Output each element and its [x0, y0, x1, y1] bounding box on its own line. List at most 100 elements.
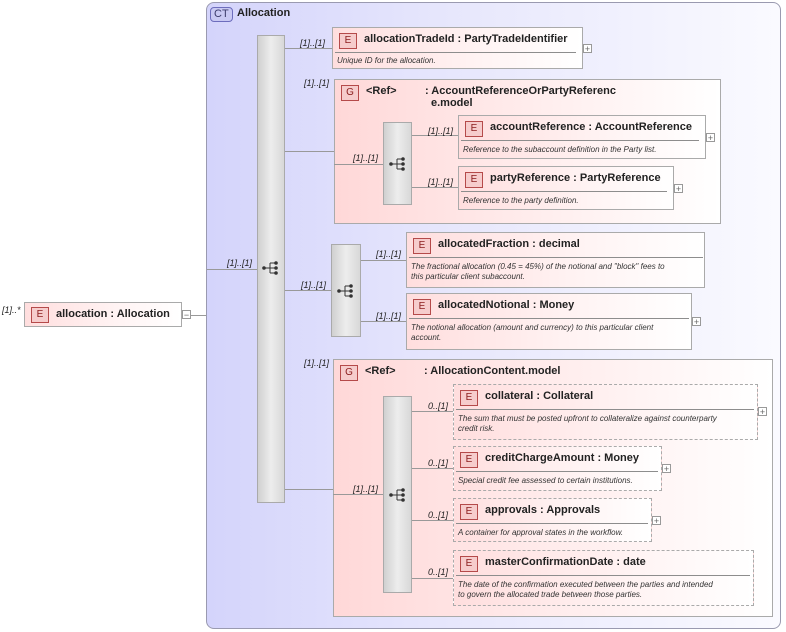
cardinality: 0..[1] [428, 510, 449, 520]
connector [333, 494, 383, 495]
separator [456, 575, 750, 576]
cardinality: 0..[1] [428, 458, 449, 468]
element-title: partyReference : PartyReference [490, 172, 661, 184]
element-badge: E [465, 121, 483, 137]
element-description-line2: this particular client subaccount. [411, 272, 525, 281]
root-element-box[interactable]: E allocation : Allocation [24, 302, 182, 327]
element-badge: E [460, 504, 478, 520]
element-description: Reference to the party definition. [463, 196, 579, 205]
main-sequence-bar [257, 35, 285, 503]
connector [412, 187, 458, 188]
element-title: allocatedFraction : decimal [438, 238, 580, 250]
cardinality: [1]..[1] [353, 484, 379, 494]
main-sequence-cardinality: [1]..[1] [227, 258, 253, 268]
element-description-line2: account. [411, 333, 442, 342]
sequence-icon [389, 488, 405, 502]
element-creditChargeAmount[interactable]: E creditChargeAmount : Money Special cre… [453, 446, 662, 491]
cardinality: [1]..[1] [428, 126, 454, 136]
connector [361, 321, 406, 322]
connector [412, 578, 453, 579]
element-allocationTradeId[interactable]: E allocationTradeId : PartyTradeIdentifi… [332, 27, 583, 69]
element-badge: E [460, 452, 478, 468]
element-badge: E [460, 556, 478, 572]
group-title-line2: e.model [431, 97, 473, 109]
element-title: masterConfirmationDate : date [485, 556, 646, 568]
element-title: approvals : Approvals [485, 504, 601, 516]
element-description-line1: The fractional allocation (0.45 = 45%) o… [411, 262, 665, 271]
element-title: allocatedNotional : Money [438, 299, 575, 311]
separator [409, 318, 689, 319]
element-badge: E [465, 172, 483, 188]
element-masterConfirmationDate[interactable]: E masterConfirmationDate : date The date… [453, 550, 754, 606]
cardinality: [1]..[1] [376, 311, 402, 321]
connector [285, 48, 332, 49]
connector [207, 269, 257, 270]
plus-icon[interactable]: + [652, 516, 661, 526]
group-title: : AllocationContent.model [424, 365, 561, 377]
cardinality: [1]..[1] [353, 153, 379, 163]
element-description-line2: credit risk. [458, 424, 495, 433]
element-title: allocationTradeId : PartyTradeIdentifier [364, 33, 568, 45]
element-title: accountReference : AccountReference [490, 121, 692, 133]
complex-type-title: Allocation [237, 7, 291, 19]
separator [335, 52, 576, 53]
cardinality: [1]..[1] [376, 249, 402, 259]
group-badge: G [340, 365, 358, 381]
root-cardinality: [1]..* [2, 305, 21, 315]
element-badge: E [413, 238, 431, 254]
separator [456, 471, 658, 472]
choice-icon [389, 157, 405, 171]
element-description-line1: The sum that must be posted upfront to c… [458, 414, 717, 423]
separator [456, 409, 754, 410]
element-collateral[interactable]: E collateral : Collateral The sum that m… [453, 384, 758, 440]
group-ref: <Ref> [365, 365, 396, 377]
cardinality: 0..[1] [428, 401, 449, 411]
plus-icon[interactable]: + [758, 407, 767, 417]
connector [412, 468, 453, 469]
element-description-line1: The date of the confirmation executed be… [458, 580, 713, 589]
separator [461, 140, 699, 141]
group-title-line1: : AccountReferenceOrPartyReferenc [425, 85, 616, 97]
sequence-icon [262, 261, 278, 275]
connector [412, 135, 458, 136]
cardinality: 0..[1] [428, 567, 449, 577]
connector [412, 411, 453, 412]
element-description: Reference to the subaccount definition i… [463, 145, 657, 154]
element-title: collateral : Collateral [485, 390, 594, 402]
element-description-line2: to govern the allocated trade between th… [458, 590, 643, 599]
group-badge: G [341, 85, 359, 101]
cardinality: [1]..[1] [304, 78, 330, 88]
element-badge: E [413, 299, 431, 315]
sequence-icon [337, 284, 353, 298]
element-allocatedFraction[interactable]: E allocatedFraction : decimal The fracti… [406, 232, 705, 288]
minus-icon[interactable]: − [182, 310, 191, 320]
element-badge: E [460, 390, 478, 406]
cardinality: [1]..[1] [304, 358, 330, 368]
element-badge: E [31, 307, 49, 323]
plus-icon[interactable]: + [706, 133, 715, 143]
root-name: allocation [56, 308, 108, 320]
separator [456, 523, 648, 524]
element-description: Special credit fee assessed to certain i… [458, 476, 633, 485]
root-element-title: allocation : Allocation [56, 308, 170, 320]
element-description-line1: The notional allocation (amount and curr… [411, 323, 654, 332]
element-description: A container for approval states in the w… [458, 528, 624, 537]
element-title: creditChargeAmount : Money [485, 452, 640, 464]
plus-icon[interactable]: + [674, 184, 683, 194]
element-accountReference[interactable]: E accountReference : AccountReference Re… [458, 115, 706, 159]
plus-icon[interactable]: + [662, 464, 671, 474]
element-partyReference[interactable]: E partyReference : PartyReference Refere… [458, 166, 674, 210]
plus-icon[interactable]: + [692, 317, 701, 327]
plus-icon[interactable]: + [583, 44, 592, 54]
connector [191, 315, 207, 316]
connector [412, 520, 453, 521]
complex-type-badge: CT [210, 7, 233, 22]
connector [334, 164, 384, 165]
element-approvals[interactable]: E approvals : Approvals A container for … [453, 498, 652, 542]
root-type: Allocation [116, 308, 170, 320]
separator [409, 257, 703, 258]
separator [461, 191, 667, 192]
connector [285, 151, 334, 152]
element-description: Unique ID for the allocation. [337, 56, 436, 65]
element-allocatedNotional[interactable]: E allocatedNotional : Money The notional… [406, 293, 692, 350]
